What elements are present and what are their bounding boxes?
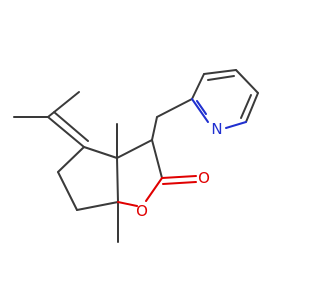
bond-c3a-c3 (116, 139, 153, 159)
cyclopentane-ring (57, 146, 119, 211)
bond-ch2-pyridine (156, 98, 193, 118)
bond-c6-c6a (76, 201, 119, 211)
ring-methyl-groups (116, 123, 119, 243)
pyridine-nitrogen-label: N (211, 120, 222, 138)
bond-methyl-right (47, 91, 80, 118)
bond-carbonyl-a (161, 175, 197, 179)
molecule-structure: O O N (13, 69, 259, 243)
bond-c5-c6 (57, 171, 78, 211)
bond-o1-c6a (117, 201, 138, 207)
bond-py-n-c2 (191, 98, 209, 123)
bond-py-c3-c4 (203, 69, 237, 75)
bond-c6a-c3a (116, 157, 119, 203)
bond-py-n-c2-inner (196, 100, 207, 115)
lactone-ring (116, 139, 197, 207)
bond-c4-c5 (57, 146, 85, 173)
isopropylidene-group (13, 91, 89, 148)
ring-oxygen-label: O (136, 202, 148, 220)
carbonyl-oxygen-label: O (198, 169, 210, 187)
bond-c3-c2 (151, 139, 163, 179)
bond-c3-ch2 (151, 116, 158, 141)
pyridylmethyl-group (151, 98, 193, 141)
bond-c3a-c4 (83, 146, 118, 159)
bond-c2-o1 (145, 177, 163, 202)
bond-exocyclic-double-a (47, 116, 85, 148)
bond-py-c6-n (225, 121, 247, 129)
bond-exocyclic-double-b (53, 111, 89, 142)
pyridine-ring (191, 69, 259, 129)
bond-py-c5-c6-inner (240, 94, 252, 119)
bond-py-c2-c3 (191, 73, 205, 100)
bond-py-c4-c5 (235, 69, 259, 94)
bond-carbonyl-b (162, 181, 197, 185)
bond-py-c3-c4-inner (207, 75, 235, 81)
bond-py-c5-c6 (245, 92, 259, 123)
